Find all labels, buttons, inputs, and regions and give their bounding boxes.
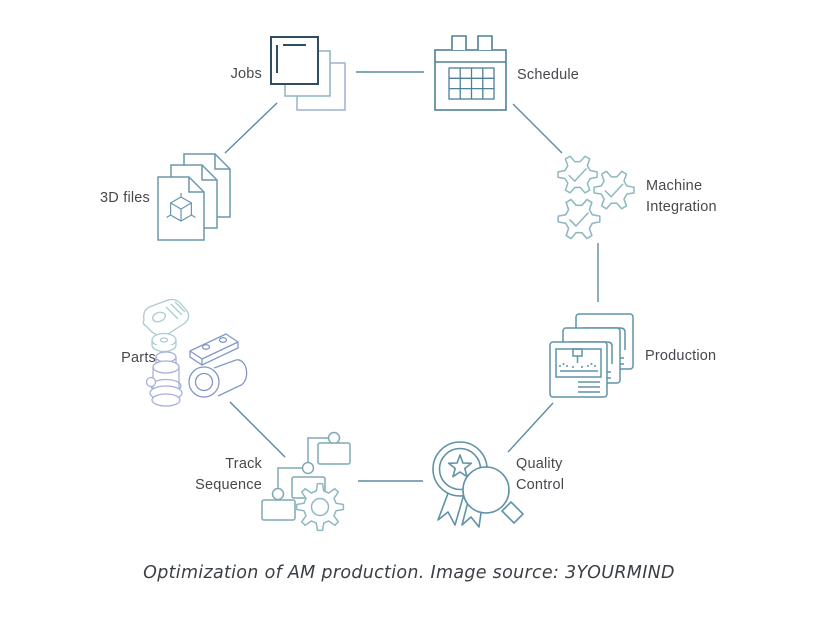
gears-checkmark-icon	[557, 155, 635, 240]
printer-stack-icon	[549, 313, 634, 398]
line-track-parts	[229, 401, 286, 458]
node-label-production: Production	[645, 348, 717, 364]
line-production-quality	[507, 402, 554, 453]
flowchart-gear-icon	[261, 431, 351, 532]
line-schedule-machine	[512, 103, 563, 154]
node-label-schedule: Schedule	[517, 67, 580, 83]
3d-document-stack-icon	[157, 153, 231, 241]
calendar-icon	[434, 35, 507, 111]
image-caption: Optimization of AM production. Image sou…	[143, 563, 675, 583]
node-label-quality-control: Quality Control	[516, 456, 565, 493]
node-label-3d-files: 3D files	[100, 190, 150, 206]
node-label-track-sequence: Track Sequence	[195, 456, 262, 493]
node-label-jobs: Jobs	[230, 66, 262, 82]
line-files-jobs	[224, 102, 278, 154]
node-label-machine-integration: Machine Integration	[646, 178, 717, 215]
mechanical-parts-icon	[142, 298, 248, 407]
award-magnifier-icon	[432, 441, 524, 528]
jobs-stack-icon	[270, 36, 346, 111]
node-label-parts: Parts	[121, 350, 156, 366]
